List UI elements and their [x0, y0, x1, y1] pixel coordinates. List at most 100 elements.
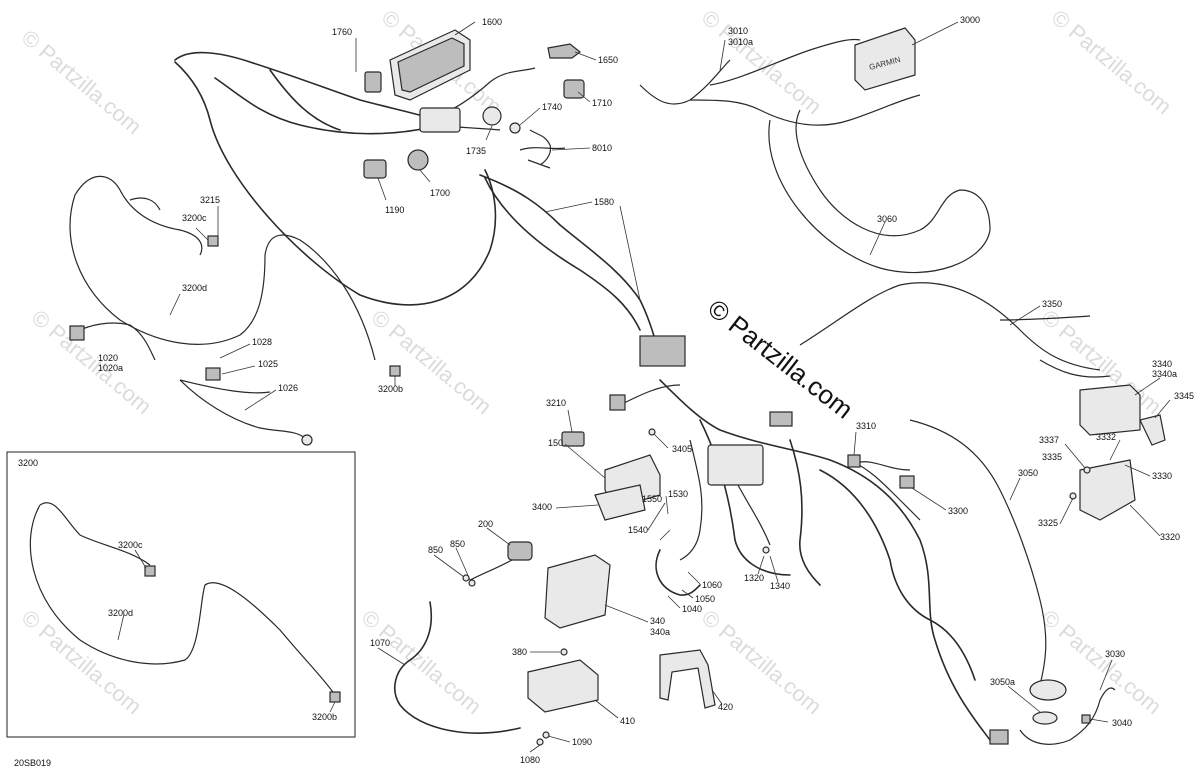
label-1710: 1710: [592, 98, 612, 108]
label-3000: 3000: [960, 15, 980, 25]
label-1080: 1080: [520, 755, 540, 765]
screw-3405: [648, 428, 656, 436]
label-3200b: 3200b: [378, 384, 403, 394]
label-3010a: 3010a: [728, 37, 753, 47]
coil-cable-8010: [527, 129, 552, 169]
strap-3345: [1139, 414, 1166, 446]
label-3320: 3320: [1160, 532, 1180, 542]
label-340a: 340a: [650, 627, 670, 637]
connector-central: [769, 411, 793, 427]
inset-clip-3200c: [144, 565, 156, 577]
label-3335: 3335: [1042, 452, 1062, 462]
label-1650: 1650: [598, 55, 618, 65]
label-3337: 3337: [1039, 435, 1059, 445]
inset-label-3200b: 3200b: [312, 712, 337, 722]
connector-3050: [989, 729, 1009, 745]
part-labels: 1600 1760 1650 1710 1740 1735 8010 1700 …: [14, 15, 1194, 768]
label-3405: 3405: [672, 444, 692, 454]
part-1740: [509, 122, 521, 134]
label-3010: 3010: [728, 26, 748, 36]
leader-lines: [117, 21, 1171, 753]
label-1550: 1550: [642, 494, 662, 504]
part-1700: [407, 149, 429, 171]
label-850-nut: 850: [428, 545, 443, 555]
strap-420: [659, 649, 716, 709]
label-3345: 3345: [1174, 391, 1194, 401]
label-410: 410: [620, 716, 635, 726]
label-3332: 3332: [1096, 432, 1116, 442]
label-1530: 1530: [668, 489, 688, 499]
label-1090: 1090: [572, 737, 592, 747]
connector-1020: [69, 325, 85, 341]
watermark: © Partzilla.com: [17, 605, 147, 719]
inset-3200: 3200: [6, 451, 356, 738]
label-3325: 3325: [1038, 518, 1058, 528]
label-8010: 8010: [592, 143, 612, 153]
connector-left: [609, 394, 626, 411]
connector-box: [639, 335, 686, 367]
label-3340a: 3340a: [1152, 369, 1177, 379]
connector-1650: [547, 43, 581, 59]
solenoid-200: [507, 541, 533, 561]
label-1735: 1735: [466, 146, 486, 156]
label-3030: 3030: [1105, 649, 1125, 659]
label-1060: 1060: [702, 580, 722, 590]
label-1028: 1028: [252, 337, 272, 347]
connector-1760: [364, 71, 382, 93]
label-200: 200: [478, 519, 493, 529]
label-1760: 1760: [332, 27, 352, 37]
watermark: © Partzilla.com: [367, 305, 497, 419]
tray-3320: [1079, 459, 1136, 521]
label-1340: 1340: [770, 581, 790, 591]
inset-connector-3200b: [329, 691, 341, 703]
bracket-3400: [594, 484, 646, 521]
label-3350: 3350: [1042, 299, 1062, 309]
label-1540: 1540: [628, 525, 648, 535]
label-3330: 3330: [1152, 471, 1172, 481]
gauge-cluster-part: [389, 29, 471, 101]
label-340: 340: [650, 616, 665, 626]
label-3215: 3215: [200, 195, 220, 205]
label-3210: 3210: [546, 398, 566, 408]
gps-unit-part: GARMIN: [854, 27, 916, 91]
tray-410: [527, 659, 599, 713]
label-3300: 3300: [948, 506, 968, 516]
label-3040: 3040: [1112, 718, 1132, 728]
watermark: © Partzilla.com: [697, 605, 827, 719]
label-1020a: 1020a: [98, 363, 123, 373]
label-850-washer: 850: [450, 539, 465, 549]
battery-3340: [1079, 384, 1141, 436]
label-3060: 3060: [877, 214, 897, 224]
main-harness-wires: [69, 38, 1116, 745]
watermark: © Partzilla.com: [1047, 5, 1177, 119]
label-1600: 1600: [482, 17, 502, 27]
diagram-code: 20SB019: [14, 758, 51, 768]
label-1020: 1020: [98, 353, 118, 363]
watermark: © Partzilla.com: [17, 25, 147, 139]
label-1070: 1070: [370, 638, 390, 648]
connector-1026: [301, 434, 313, 446]
watermark: © Partzilla.com: [697, 5, 827, 119]
label-1740: 1740: [542, 102, 562, 112]
label-420: 420: [718, 702, 733, 712]
battery-340: [544, 554, 611, 629]
label-1580: 1580: [594, 197, 614, 207]
inset-frame: [6, 451, 356, 738]
nut-1080: [536, 738, 544, 746]
label-3050: 3050: [1018, 468, 1038, 478]
washer-1090: [542, 731, 550, 739]
screw-3325: [1069, 492, 1077, 500]
label-3310: 3310: [856, 421, 876, 431]
inset-label: 3200: [18, 458, 38, 468]
label-3200c: 3200c: [182, 213, 207, 223]
clip-3200c: [207, 235, 219, 247]
label-3400: 3400: [532, 502, 552, 512]
inset-label-3200c: 3200c: [118, 540, 143, 550]
clip-3040: [1081, 714, 1091, 724]
label-1700: 1700: [430, 188, 450, 198]
washer-850: [468, 579, 476, 587]
label-3340: 3340: [1152, 359, 1172, 369]
connector-3200b: [389, 365, 401, 377]
label-1040: 1040: [682, 604, 702, 614]
